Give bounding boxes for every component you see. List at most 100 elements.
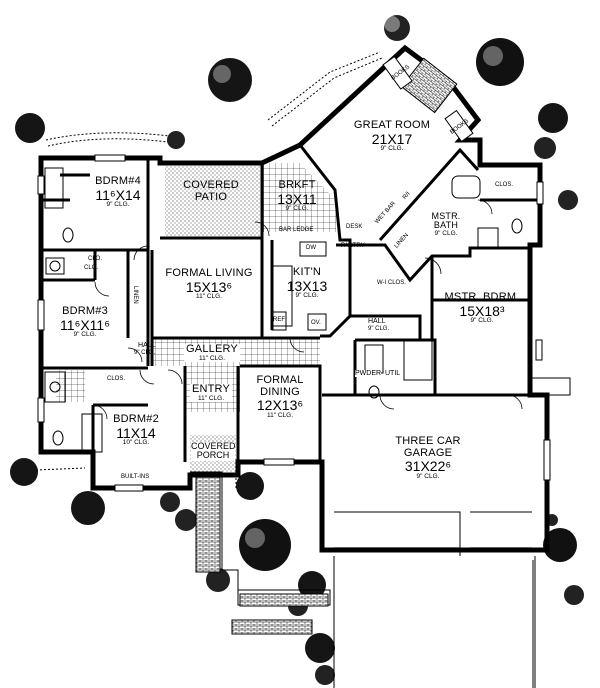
mstr-bdrm-size: 15X18³ [459,302,505,319]
pantry-label: PANTRY [341,243,365,249]
covered-porch-name: COVERED PORCH [191,441,236,461]
formal-dining-label: FORMAL DINING 12X13⁶ 11" CLG. [245,374,315,420]
dw-label: DW [306,245,316,251]
front-walk [190,471,331,635]
pwder-sink [364,344,384,374]
entry-label: ENTRY 11" CLG. [189,383,233,403]
brkft-floor [262,163,336,232]
linen-left-label: LINEN [132,286,138,304]
built-ins-label: BUILT-INS [121,474,150,480]
mstr-bath-ceiling: 9" CLG. [434,229,458,237]
clos-b2-label: CLOS. [107,376,126,382]
formal-dining-name: FORMAL DINING [256,374,304,398]
garage-ceiling: 9" CLG. [416,472,440,480]
mstr-bdrm-label: MSTR. BDRM. 15X18³ 9" CLG. [444,291,520,325]
bdrm2-name: BDRM#2 [113,413,159,425]
formal-living-label: FORMAL LIVING 15X13⁶ 11" CLG. [165,267,253,301]
great-room-name: GREAT ROOM [353,119,431,131]
mstr-shower [477,227,499,249]
bdrm3-size: 11⁶X11⁶ [60,316,110,333]
shrub-top-center [384,15,410,41]
desk-label: DESK [346,224,363,230]
bdrm3-label: BDRM#3 11⁶X11⁶ 9" CLG. [60,305,110,339]
hall-right-label: HALL [368,318,386,325]
covered-patio-name: COVERED PATIO [183,179,239,203]
oven [307,313,327,331]
mstr-bath-label: MSTR. BATH 9" CLG. [424,211,468,238]
formal-living-size: 15X13⁶ [185,278,233,295]
hall-sink [45,257,65,275]
formal-dining-ceiling: 11" CLG. [266,411,294,419]
books-left [382,55,413,90]
hall-left-ceiling: 9" CLG. [134,350,156,356]
great-room-ceiling: 9" CLG. [380,145,404,153]
bdrm2-toilet [52,430,64,446]
gallery-ceiling: 11" CLG. [198,354,226,362]
bdrm4-toilet [62,227,74,243]
driveway [333,511,536,688]
bdrm4-size: 11⁶X14 [95,186,141,203]
interior-walls [41,144,542,462]
covered-patio-texture [165,163,262,240]
kitchen-counter [271,265,293,327]
shrub-front-tree [239,519,291,571]
doors [92,199,523,420]
brkft-label: BRKFT 13X11 9" CLG. [277,179,317,213]
mstr-bdrm-ceiling: 9" CLG. [470,317,494,325]
shrub-bottom-right [543,528,577,562]
clos-mstr-label: CLOS. [495,182,514,188]
wi-clos-label: W-I CLOS. [377,280,406,286]
pwder-label: PWDER [355,370,382,377]
ov-label: OV. [311,320,321,326]
bdrm4-tub [44,167,64,209]
gallery-label: GALLERY 11" CLG. [184,343,240,363]
formal-dining-size: 12X13⁶ [256,397,304,414]
dishwasher [299,241,327,257]
clo-b4-label: CLO. [84,265,99,271]
brkft-name: BRKFT [278,179,316,191]
covered-patio-label: COVERED PATIO [176,179,246,203]
bdrm2-ceiling: 10" CLG. [122,439,150,447]
great-room-size: 21X17 [371,130,413,147]
covered-porch-label: COVERED PORCH [191,441,236,461]
mstr-bdrm-name: MSTR. BDRM. [444,291,520,303]
mstr-bath-name: MSTR. BATH [431,211,461,231]
shrub-far-left [15,113,45,143]
bdrm2-label: BDRM#2 11X14 10" CLG. [113,413,159,447]
kitchen-size: 13X13 [286,277,328,294]
clo-b3-label: CLO. [88,256,103,262]
entry-ceiling: 11" CLG. [197,394,225,402]
shrub-bottom-left [10,458,38,486]
shrub-top-left [208,58,252,102]
brkft-size: 13X11 [277,190,317,207]
utility-wd [403,339,433,381]
bar-ledge-label: BAR LEDGE [279,227,314,233]
garage-name: THREE CAR GARAGE [395,435,461,459]
bdrm4-label: BDRM#4 11⁶X14 9" CLG. [95,175,141,209]
exterior-walls [38,44,550,553]
kitchen-name: KIT'N [292,266,322,278]
mstr-toilet [511,218,523,234]
ref-label: REF [273,317,285,323]
mstr-tub [451,175,481,199]
refrigerator [271,311,287,331]
kitchen-ceiling: 9" CLG. [295,292,319,300]
shrub-top-right [476,38,524,86]
bdrm2-tub [81,413,103,453]
bdrm4-ceiling: 9" CLG. [106,201,130,209]
bdrm4-name: BDRM#4 [95,175,141,187]
util-label: UTIL [385,370,401,377]
entry-name: ENTRY [191,383,231,395]
bdrm2-vanity [44,371,66,403]
hall-left-label: HALL [138,342,156,349]
hall-right-ceiling: 9" CLG. [368,326,390,332]
books-right [444,109,474,143]
gallery-name: GALLERY [186,343,238,355]
formal-living-ceiling: 11" CLG. [195,293,223,301]
garage-size: 31X22⁶ [404,458,452,475]
formal-living-name: FORMAL LIVING [165,267,253,279]
landscaping [10,15,584,685]
kitchen-label: KIT'N 13X13 9" CLG. [286,266,328,300]
